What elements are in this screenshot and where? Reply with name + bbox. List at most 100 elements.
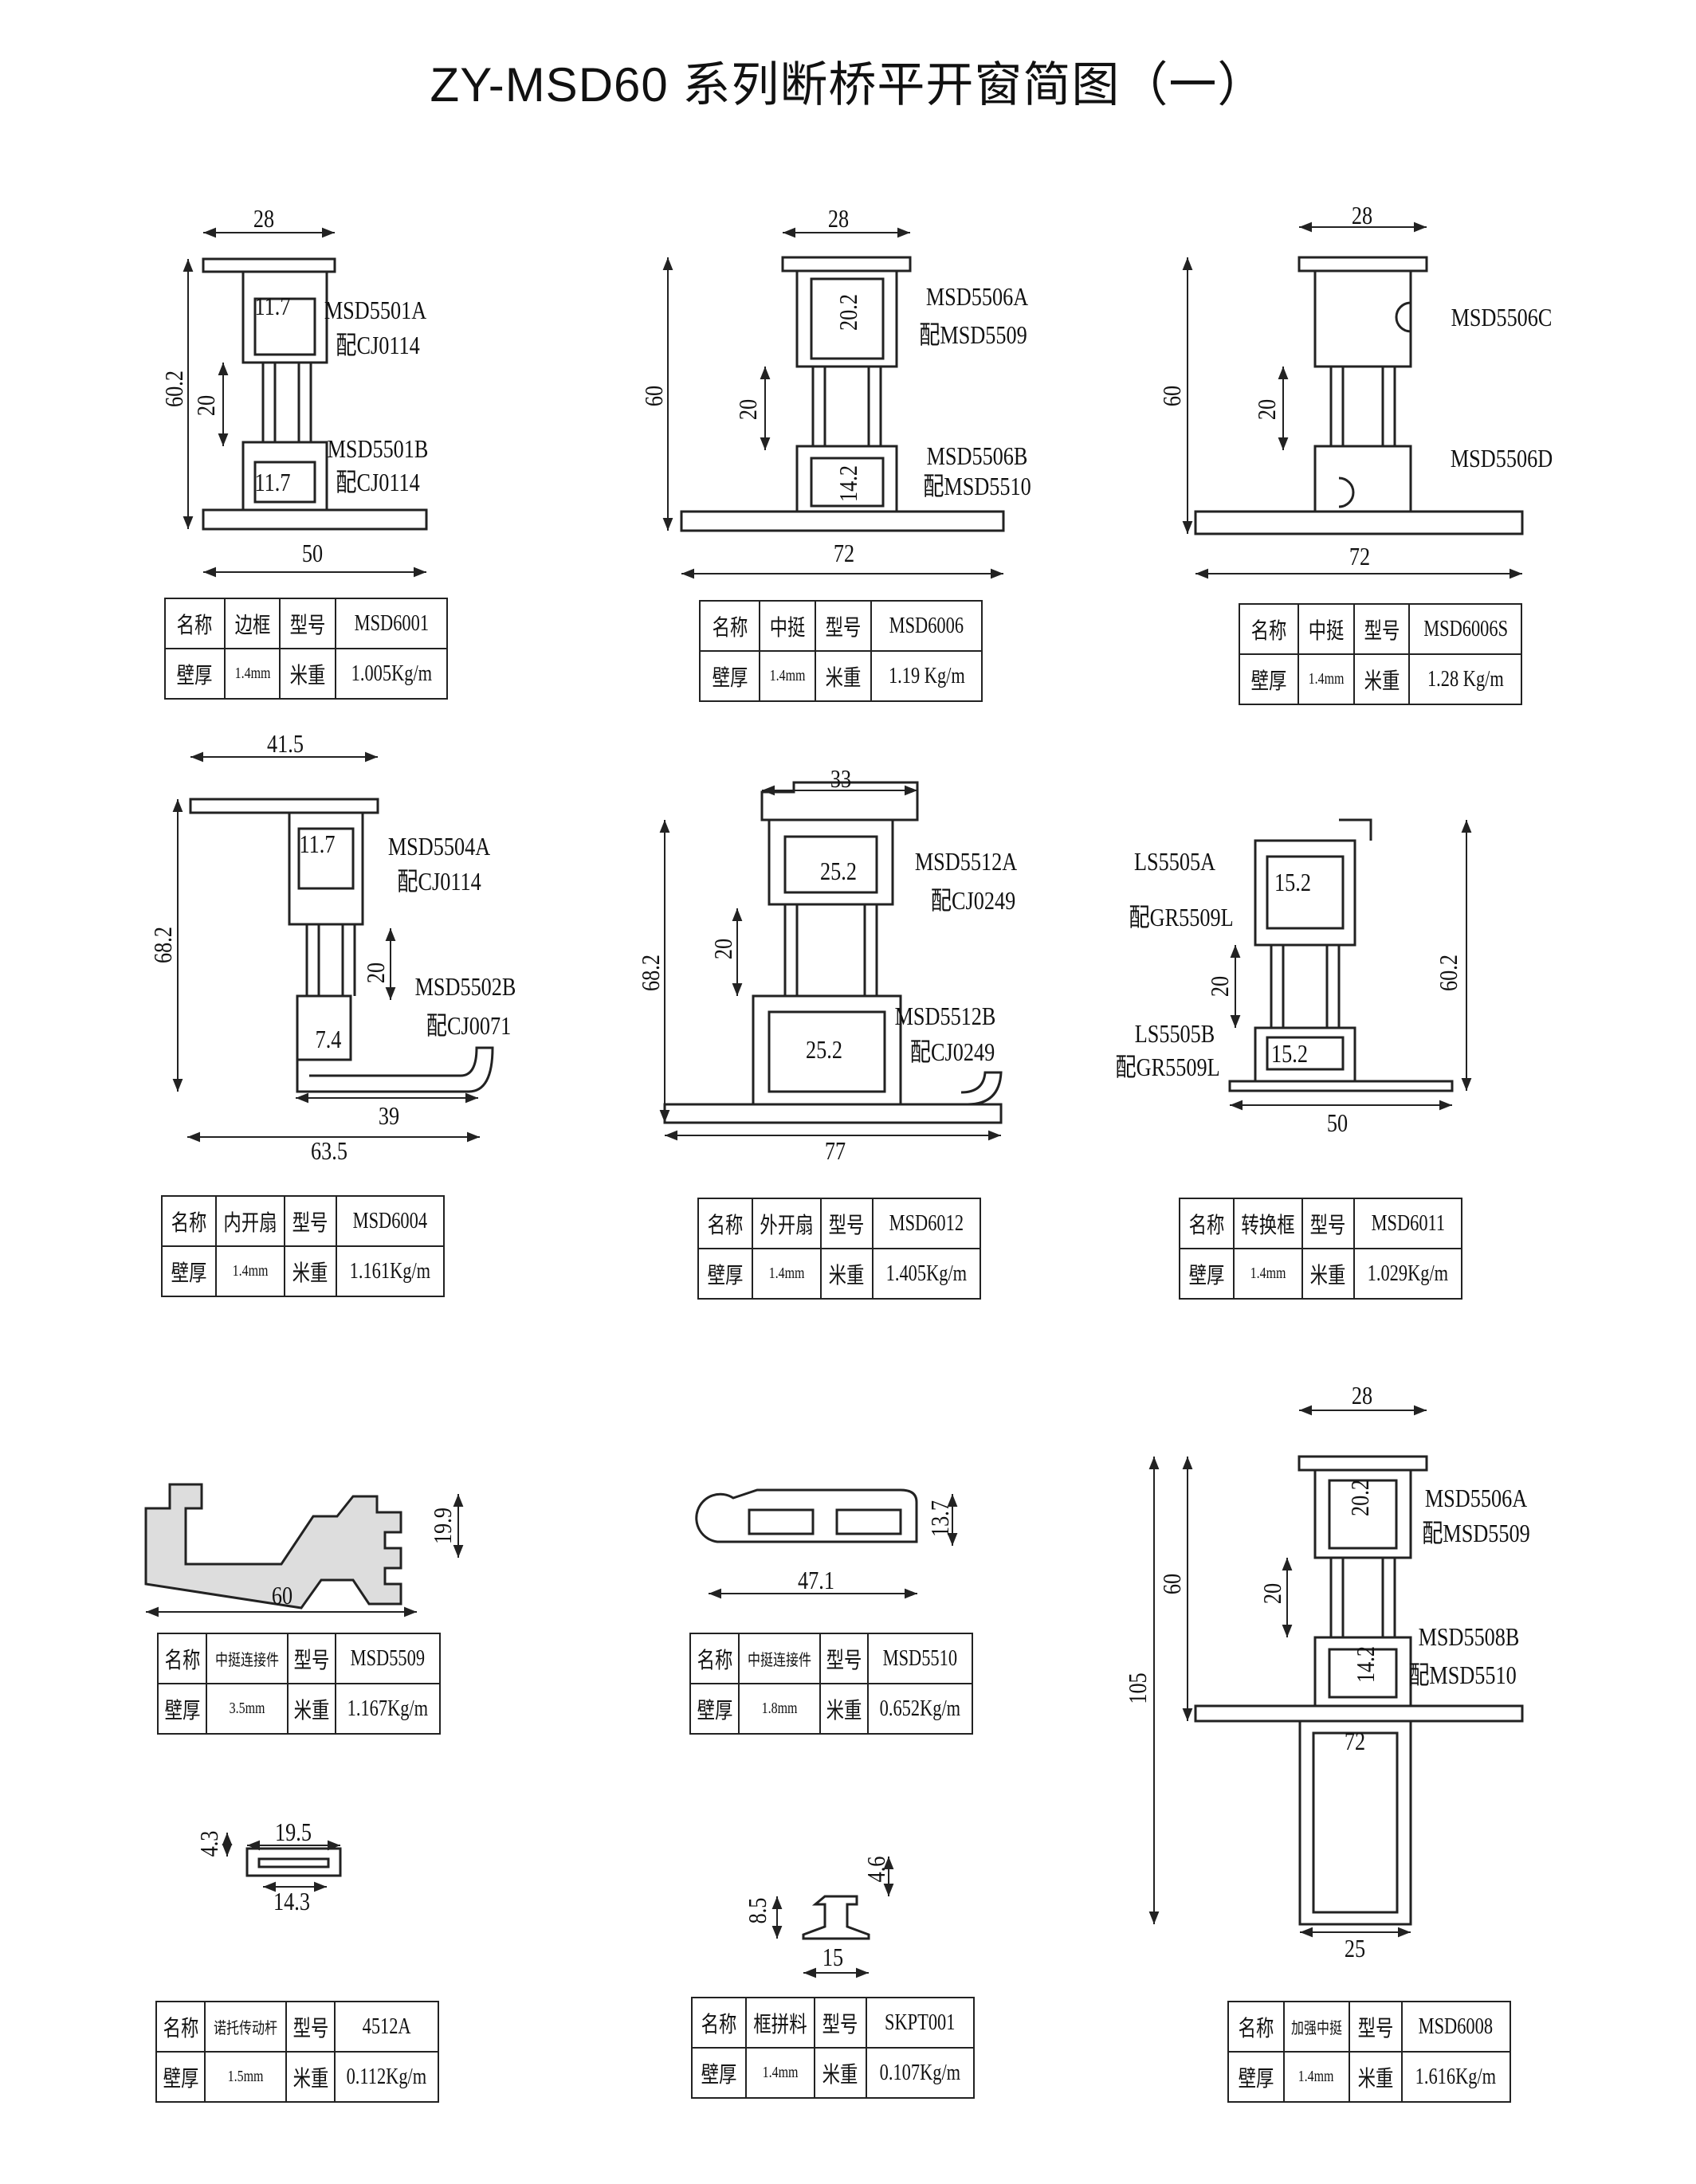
spec-field-label: 壁厚 [164,648,226,700]
cell-text: 1.4mm [232,1262,269,1280]
part-code-label: 配CJ0114 [336,331,420,359]
spec-field-value: SKPT001 [865,1997,976,2049]
spec-field-label: 名称 [1238,603,1300,655]
cell-text: 1.161Kg/m [349,1258,431,1284]
spec-field-label: 米重 [285,2051,336,2103]
dimension-label: 13.7 [925,1500,954,1537]
part-code-label: MSD5501A [324,296,427,324]
spec-field-label: 米重 [283,1245,337,1297]
spec-field-label: 壁厚 [689,1683,740,1735]
cell-text: 加强中挺 [1290,2020,1342,2037]
dimension-label: 25.2 [806,1035,842,1064]
dimension-label: 20.2 [834,294,862,331]
dimension-label: 72 [833,539,855,567]
dimension-label: 20 [1205,975,1234,998]
dimension-label: 20 [1258,1582,1286,1605]
cell-text: 型号 [822,2012,858,2037]
dimension-label: 14.2 [834,465,862,502]
part-code-label: 配CJ0249 [930,886,1016,915]
spec-field-value: 1.405Kg/m [871,1248,982,1300]
dimension-label: 20.2 [1345,1480,1374,1516]
part-code-label: MSD5504A [387,832,491,861]
spec-field-label: 米重 [1301,1248,1355,1300]
part-code-label: 配MSD5510 [923,472,1031,500]
dimension-label: 20 [1252,398,1281,421]
cell-text: 壁厚 [707,1263,744,1288]
spec-field-label: 名称 [697,1198,753,1249]
cell-text: 米重 [825,665,862,691]
cell-text: 型号 [1309,1213,1346,1238]
cell-text: 1.616Kg/m [1415,2064,1497,2089]
spec-field-value: MSD6011 [1352,1198,1463,1249]
spec-field-label: 型号 [285,2001,336,2053]
cell-text: 名称 [1188,1213,1225,1238]
cell-text: 名称 [1238,2016,1274,2041]
spec-field-value: 边框 [223,598,281,649]
cell-text: 型号 [1357,2016,1393,2041]
dimension-label: 20 [709,938,737,960]
cell-text: 中挺 [1308,618,1345,644]
dimension-label: 25.2 [820,857,857,885]
spec-field-label: 米重 [813,2047,867,2099]
cell-text: 米重 [1364,669,1400,694]
spec-field-label: 壁厚 [697,1248,753,1300]
spec-field-label: 米重 [287,1683,337,1735]
dimension-label: 68.2 [636,955,665,991]
cell-text: 米重 [1357,2066,1393,2092]
dimension-label: 19.9 [428,1508,457,1544]
spec-field-value: 4512A [333,2001,440,2053]
dimension-label: 15.2 [1274,868,1311,896]
cell-text: 1.4mm [1298,2068,1334,2085]
spec-field-value: 1.029Kg/m [1352,1248,1463,1300]
dimension-label: 14.3 [273,1887,310,1915]
spec-field-label: 型号 [819,1633,870,1684]
cell-text: 名称 [707,1213,744,1238]
spec-field-label: 名称 [1227,2001,1285,2053]
part-code-label: 配CJ0071 [426,1011,512,1040]
cell-text: 米重 [1309,1263,1346,1288]
spec-field-value: 1.616Kg/m [1400,2051,1512,2103]
cell-text: MSD6006 [889,613,964,638]
dimension-label: 25 [1344,1934,1366,1962]
spec-field-value: 3.5mm [206,1683,289,1735]
cell-text: 米重 [826,1698,862,1723]
spec-field-value: 0.652Kg/m [867,1683,973,1735]
spec-field-value: 1.161Kg/m [335,1245,446,1297]
spec-field-value: MSD5509 [335,1633,441,1684]
part-code-label: 配GR5509L [1129,903,1234,931]
spec-field-label: 壁厚 [1227,2051,1285,2103]
dimension-label: 72 [1349,542,1371,571]
spec-field-label: 壁厚 [1179,1248,1235,1300]
cell-text: MSD5510 [882,1645,958,1671]
spec-field-label: 型号 [813,1997,867,2049]
cell-text: MSD5509 [350,1645,426,1671]
dimension-label: 50 [301,539,324,567]
part-code-label: 配CJ0114 [397,867,481,896]
dimension-label: 33 [830,764,852,793]
spec-table-row: 壁厚 1.4mm 米重 1.616Kg/m [1227,2051,1512,2103]
cell-text: 名称 [701,2012,737,2037]
cell-text: 中挺连接件 [748,1652,812,1669]
spec-field-label: 壁厚 [1238,653,1300,705]
dimension-label: 60 [1157,1573,1186,1595]
dimension-label: 68.2 [148,927,177,963]
cell-text: 边框 [234,613,270,638]
cell-text: 1.4mm [1308,670,1345,688]
dimension-label: 72 [1344,1727,1366,1755]
cell-text: 3.5mm [229,1700,265,1717]
spec-field-value: 诺托传动杆 [204,2001,288,2053]
dimension-label: 11.7 [254,468,291,496]
spec-field-label: 米重 [819,1248,874,1300]
dimension-label: 47.1 [798,1566,834,1594]
dimension-label: 60.2 [159,371,188,407]
dimension-label: 77 [824,1136,846,1165]
spec-field-value: 1.8mm [738,1683,822,1735]
